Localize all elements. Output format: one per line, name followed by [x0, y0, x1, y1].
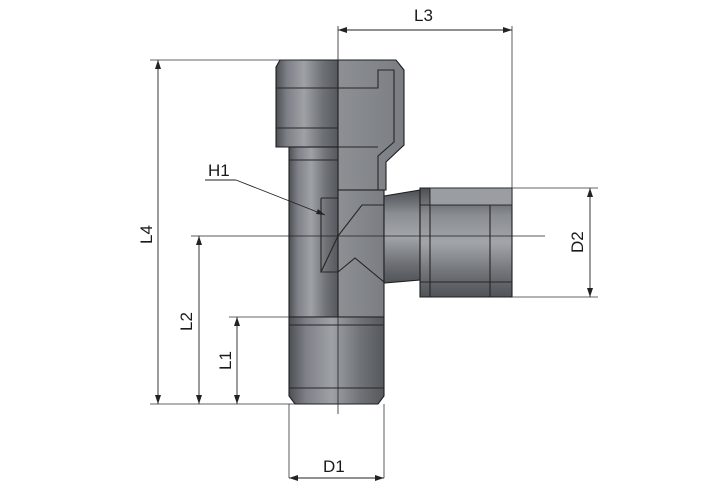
- label-d2: D2: [568, 231, 587, 253]
- bottom-thread-end: [288, 316, 385, 405]
- branch-thread-band: [429, 187, 513, 206]
- label-d1: D1: [323, 457, 345, 476]
- fitting-body: [275, 59, 513, 405]
- main-body: [288, 146, 339, 318]
- dimension-lines: [155, 27, 593, 481]
- top-nut-outer: [275, 59, 339, 148]
- label-l4: L4: [137, 225, 156, 244]
- extension-lines: [150, 26, 598, 478]
- label-l1: L1: [216, 351, 235, 370]
- dimension-labels: L3 H1 D1 L4 L2 L1 D2: [137, 6, 587, 476]
- label-h1: H1: [208, 161, 230, 180]
- branch-neck: [383, 189, 421, 284]
- label-l3: L3: [414, 6, 433, 25]
- label-l2: L2: [177, 312, 196, 331]
- center-lines: [191, 26, 545, 414]
- main-body-right: [337, 189, 385, 318]
